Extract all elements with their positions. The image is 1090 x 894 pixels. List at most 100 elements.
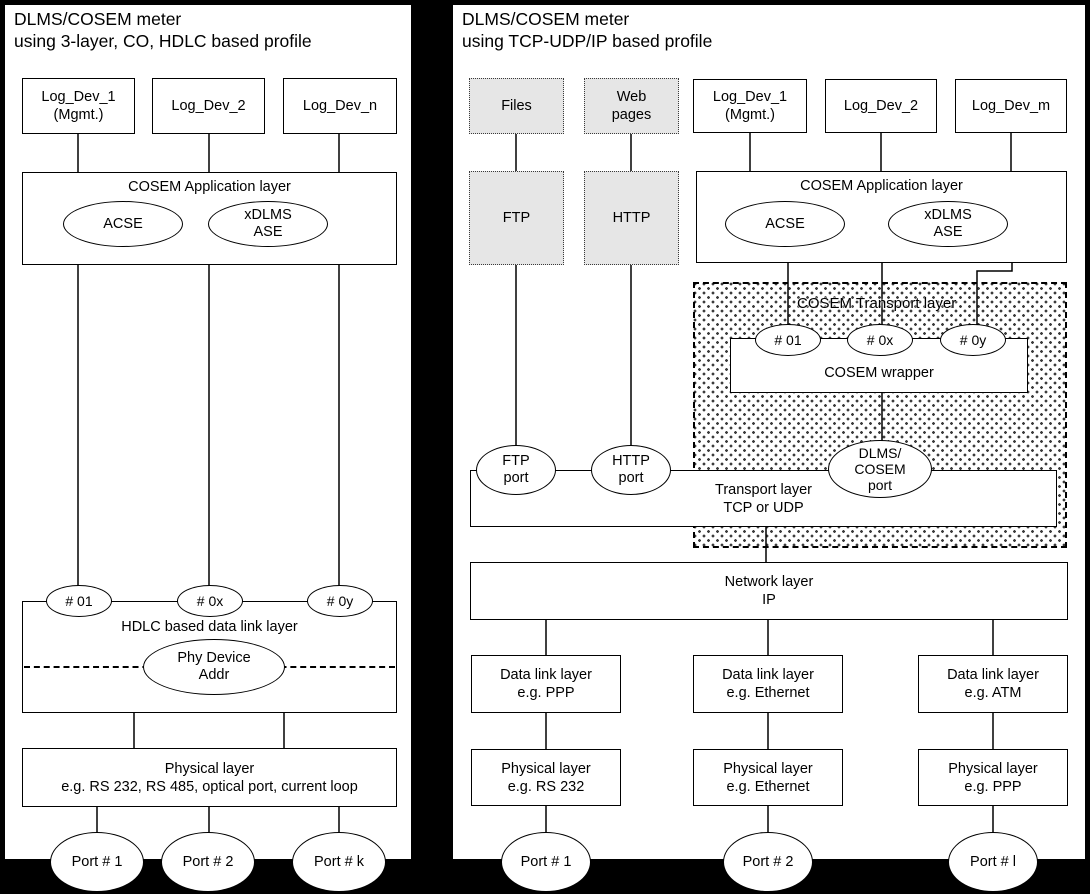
layer-sublabel: e.g. PPP [517,685,575,701]
right-xdlms-ase-ellipse: xDLMS ASE [888,201,1008,247]
left-port-k-ellipse: Port # k [292,832,386,892]
right-sap-0x-ellipse: # 0x [847,324,913,356]
right-title-line1: DLMS/COSEM meter [462,9,630,29]
box-label: COSEM wrapper [824,364,934,381]
left-log-dev-1-box: Log_Dev_1 (Mgmt.) [22,78,135,134]
ellipse-label: Addr [198,667,230,683]
ellipse-label: # 0y [326,592,354,609]
box-label: Files [501,98,532,114]
right-sap-0y-ellipse: # 0y [940,324,1006,356]
box-label: Log_Dev_1 [41,89,116,105]
box-label: (Mgmt.) [725,107,775,123]
left-sap-0y-ellipse: # 0y [307,585,373,617]
http-port-ellipse: HTTP port [591,445,671,495]
box-label: HTTP [612,210,651,226]
box-label: Log_Dev_2 [843,98,919,114]
ellipse-label: port [503,470,529,486]
layer-label: Physical layer [164,760,255,777]
left-log-dev-n-box: Log_Dev_n [283,78,397,134]
box-label: Web [616,89,647,105]
ellipse-label: ASE [933,224,963,240]
physical-ppp-box: Physical layer e.g. PPP [918,749,1068,806]
left-sap-01-ellipse: # 01 [46,585,112,617]
ellipse-label: ACSE [765,215,805,232]
dlms-cosem-port-ellipse: DLMS/ COSEM port [828,440,932,498]
ellipse-label: # 01 [65,592,93,609]
ellipse-label: Phy Device [177,650,251,666]
cosem-transport-layer-label: COSEM Transport layer [797,295,957,312]
layer-label: COSEM Application layer [800,178,963,194]
right-panel-title: DLMS/COSEM meter using TCP-UDP/IP based … [462,8,712,52]
box-label: Log_Dev_2 [171,98,246,114]
ellipse-label: # 0y [959,331,987,348]
layer-label: Physical layer [948,760,1038,777]
layer-label: Data link layer [947,667,1039,683]
ellipse-label: # 0x [866,331,894,348]
left-port-2-ellipse: Port # 2 [161,832,255,892]
layer-label: Data link layer [722,667,814,683]
ellipse-label: port [867,477,893,493]
ellipse-label: HTTP [612,453,650,469]
ellipse-label: # 0x [196,592,224,609]
box-label: Log_Dev_m [971,98,1051,114]
left-log-dev-2-box: Log_Dev_2 [152,78,265,134]
ellipse-label: Port # 1 [71,853,123,870]
left-panel [2,2,414,862]
physical-rs232-box: Physical layer e.g. RS 232 [471,749,621,806]
layer-label: Network layer [724,574,814,590]
box-label: Log_Dev_n [302,98,378,114]
left-port-1-ellipse: Port # 1 [50,832,144,892]
layer-label: Physical layer [723,760,813,777]
ellipse-label: xDLMS [244,207,292,223]
layer-label: Physical layer [501,760,591,777]
layer-sublabel: e.g. RS 232 [507,778,585,795]
ellipse-label: xDLMS [924,207,972,223]
data-link-ppp-box: Data link layer e.g. PPP [471,655,621,713]
box-label: Log_Dev_1 [712,89,788,105]
ellipse-label: COSEM [854,461,906,477]
layer-label: Data link layer [500,667,592,683]
data-link-ethernet-box: Data link layer e.g. Ethernet [693,655,843,713]
right-log-dev-1-box: Log_Dev_1 (Mgmt.) [693,79,807,133]
http-box: HTTP [584,171,679,265]
right-title-line2: using TCP-UDP/IP based profile [462,31,713,51]
data-link-atm-box: Data link layer e.g. ATM [918,655,1068,713]
layer-label: COSEM Application layer [128,179,291,195]
box-label: (Mgmt.) [53,107,104,123]
left-acse-ellipse: ACSE [63,201,183,247]
right-port-l-ellipse: Port # l [948,832,1038,892]
files-box: Files [469,78,564,134]
ellipse-label: DLMS/ [858,445,902,461]
layer-sublabel: e.g. Ethernet [726,778,810,795]
layer-sublabel: e.g. ATM [964,685,1022,701]
right-sap-01-ellipse: # 01 [755,324,821,356]
ellipse-label: ASE [253,224,283,240]
phy-device-addr-ellipse: Phy Device Addr [143,639,285,695]
ftp-box: FTP [469,171,564,265]
ellipse-label: ACSE [103,215,143,232]
web-pages-box: Web pages [584,78,679,134]
left-title-line1: DLMS/COSEM meter [14,9,182,29]
layer-sublabel: IP [762,592,776,608]
layer-sublabel: e.g. RS 232, RS 485, optical port, curre… [61,778,358,795]
right-log-dev-2-box: Log_Dev_2 [825,79,937,133]
left-panel-title: DLMS/COSEM meter using 3-layer, CO, HDLC… [14,8,312,52]
ellipse-label: Port # 2 [182,853,234,870]
ellipse-label: Port # 1 [520,853,572,870]
layer-sublabel: TCP or UDP [723,499,804,516]
right-log-dev-m-box: Log_Dev_m [955,79,1067,133]
box-label: FTP [502,210,531,226]
right-acse-ellipse: ACSE [725,201,845,247]
box-label: pages [611,107,652,123]
right-port-1-ellipse: Port # 1 [501,832,591,892]
layer-label: Transport layer [715,481,812,498]
ellipse-label: port [618,470,644,486]
tcp-udp-transport-box: Transport layer TCP or UDP [470,470,1057,527]
ellipse-label: # 01 [774,331,802,348]
ftp-port-ellipse: FTP port [476,445,556,495]
right-port-2-ellipse: Port # 2 [723,832,813,892]
layer-label: HDLC based data link layer [121,619,298,635]
ellipse-label: Port # k [314,853,364,870]
ellipse-label: Port # 2 [742,853,794,870]
